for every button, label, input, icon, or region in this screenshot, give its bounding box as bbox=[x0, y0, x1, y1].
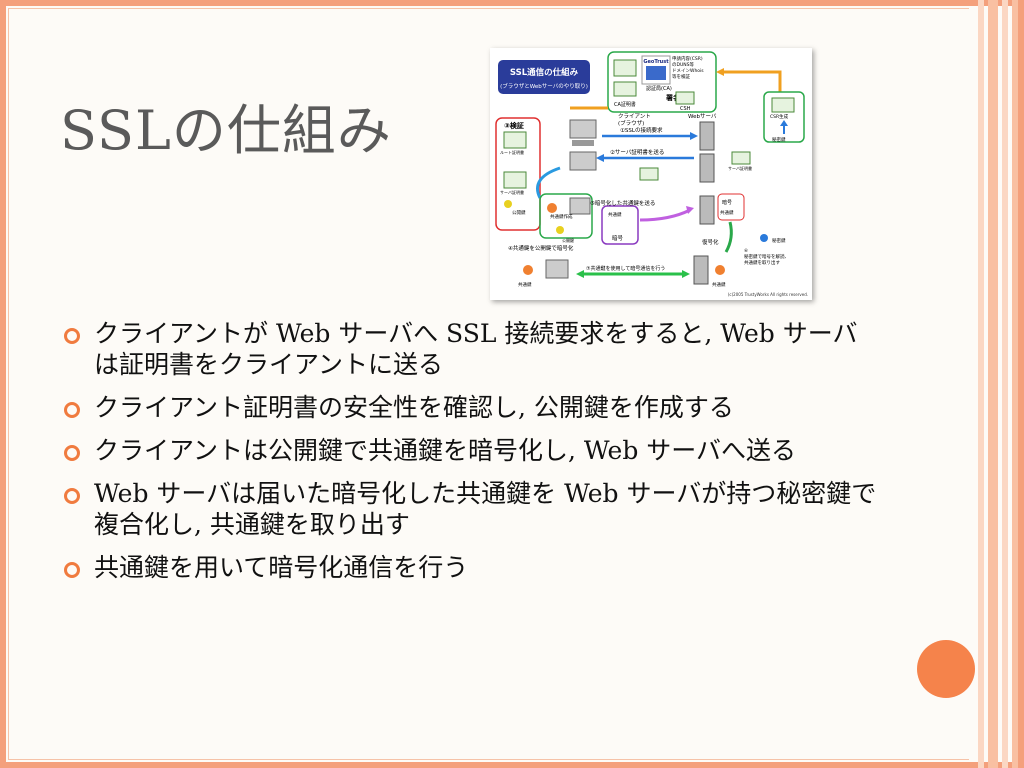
ssl-diagram: SSL通信の仕組み (ブラウザとWebサーバのやり取り) GeoTrust 申請… bbox=[490, 48, 812, 300]
ca-line-1: 申請内容(CSR) bbox=[672, 55, 703, 62]
client-label: クライアント bbox=[618, 113, 651, 120]
diagram-copyright: (c)2005 TrustyWorks All rights reserved. bbox=[728, 292, 808, 297]
frame-right bbox=[1018, 0, 1024, 768]
inner-border bbox=[8, 8, 969, 760]
frame-left bbox=[0, 0, 6, 768]
common-key-right-label: 共通鍵 bbox=[712, 281, 726, 288]
public-key-small-label: 公開鍵 bbox=[562, 237, 574, 243]
bullet-item: クライアント証明書の安全性を確認し, 公開鍵を作成する bbox=[62, 392, 882, 423]
step4-label: ④共通鍵を公開鍵で暗号化 bbox=[508, 244, 574, 252]
sign-label: 署名 bbox=[665, 93, 680, 102]
bullet-list: クライアントが Web サーバへ SSL 接続要求をすると, Web サーバは証… bbox=[62, 318, 882, 595]
bullet-text: Web サーバは届いた暗号化した共通鍵を Web サーバが持つ秘密鍵で複合化し,… bbox=[94, 479, 877, 539]
bullet-item: 共通鍵を用いて暗号化通信を行う bbox=[62, 552, 882, 583]
bullet-marker-icon bbox=[64, 328, 80, 344]
bullet-item: Web サーバは届いた暗号化した共通鍵を Web サーバが持つ秘密鍵で複合化し,… bbox=[62, 478, 882, 540]
csr-gen-label: CSR生成 bbox=[770, 113, 789, 120]
decorative-stripes bbox=[978, 0, 1018, 768]
root-cert-label: ルート証明書 bbox=[500, 149, 524, 155]
csh-label: CSH bbox=[680, 106, 691, 112]
step1-label: ①SSLの接続要求 bbox=[620, 126, 663, 134]
server-encrypt-label: 暗号 bbox=[722, 199, 732, 206]
common-key-left-label: 共通鍵 bbox=[518, 281, 532, 288]
bullet-item: クライアントが Web サーバへ SSL 接続要求をすると, Web サーバは証… bbox=[62, 318, 882, 380]
ca-label: 認証局(CA) bbox=[646, 85, 672, 92]
private-key-label-2: 秘密鍵 bbox=[772, 136, 786, 143]
step3-label: ③検証 bbox=[504, 121, 524, 130]
bullet-marker-icon bbox=[64, 562, 80, 578]
step7-label: ⑦共通鍵を使用して暗号通信を行う bbox=[586, 265, 665, 272]
step5-label: ⑤暗号化した共通鍵を送る bbox=[590, 199, 655, 207]
decrypt-label: 復号化 bbox=[702, 238, 719, 246]
frame-top bbox=[0, 0, 1024, 6]
ca-line-2: のDUNS等 bbox=[672, 61, 694, 68]
diagram-subheading: (ブラウザとWebサーバのやり取り) bbox=[500, 82, 588, 90]
step2-label: ②サーバ証明書を送る bbox=[610, 148, 664, 156]
server-cert-label: サーバ証明書 bbox=[500, 189, 524, 195]
server-common-key-label: 共通鍵 bbox=[720, 209, 734, 216]
bullet-marker-icon bbox=[64, 402, 80, 418]
step6-line-1: ⑥ bbox=[744, 248, 748, 254]
webserver-label: Webサーバ bbox=[688, 113, 717, 120]
browser-label: (ブラウザ) bbox=[618, 119, 644, 127]
step6-line-2: 秘密鍵で暗号を解読、 bbox=[744, 253, 789, 260]
encrypt-label: 暗号 bbox=[612, 234, 624, 242]
bullet-text: 共通鍵を用いて暗号化通信を行う bbox=[94, 553, 469, 582]
bullet-marker-icon bbox=[64, 445, 80, 461]
server-cert-small-label: サーバ証明書 bbox=[728, 165, 752, 171]
diagram-heading: SSL通信の仕組み bbox=[510, 67, 579, 78]
step6-line-3: 共通鍵を取り出す bbox=[744, 259, 780, 266]
common-key-create-label: 共通鍵作成 bbox=[550, 213, 573, 220]
geotrust-logo: GeoTrust bbox=[643, 59, 669, 65]
ca-line-4: 等を検証 bbox=[672, 73, 690, 80]
bullet-marker-icon bbox=[64, 488, 80, 504]
slide-title: SSLの仕組み bbox=[60, 99, 392, 162]
private-key-label: 秘密鍵 bbox=[772, 237, 786, 244]
ca-line-3: ドメインWhois bbox=[672, 68, 704, 74]
bullet-text: クライアントは公開鍵で共通鍵を暗号化し, Web サーバへ送る bbox=[94, 436, 797, 465]
bullet-item: クライアントは公開鍵で共通鍵を暗号化し, Web サーバへ送る bbox=[62, 435, 882, 466]
frame-bottom bbox=[0, 762, 1024, 768]
bullet-text: クライアント証明書の安全性を確認し, 公開鍵を作成する bbox=[94, 393, 734, 422]
decorative-circle bbox=[917, 640, 975, 698]
ca-cert-label: CA証明書 bbox=[614, 101, 636, 108]
bullet-text: クライアントが Web サーバへ SSL 接続要求をすると, Web サーバは証… bbox=[94, 319, 858, 379]
common-key-label: 共通鍵 bbox=[608, 211, 622, 218]
public-key-label: 公開鍵 bbox=[512, 209, 526, 216]
